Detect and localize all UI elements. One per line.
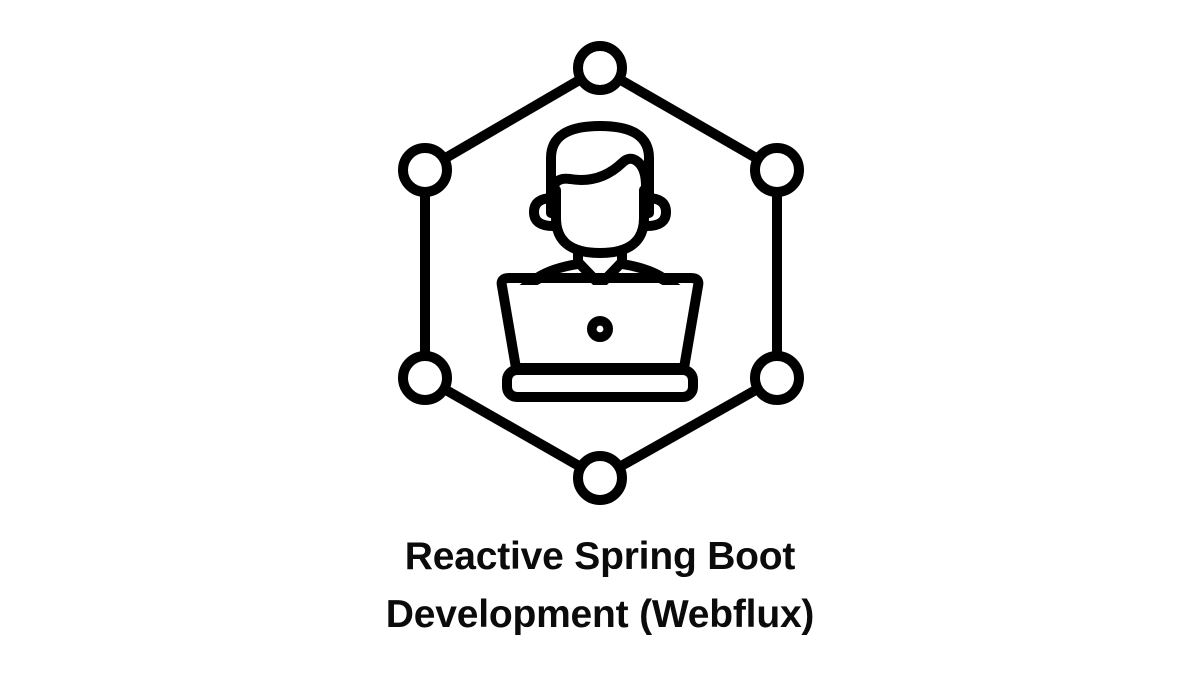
network-node-lower-right[interactable]: [750, 351, 804, 405]
title-line-2: Development (Webflux): [385, 593, 815, 636]
laptop-base: [502, 365, 698, 402]
network-edges-group: [420, 63, 782, 483]
network-nodes-group: [398, 41, 804, 505]
network-node-upper-left[interactable]: [398, 143, 452, 197]
left-ear: [529, 193, 558, 231]
illustration-container: [398, 41, 804, 505]
edge-upperleft-top: [422, 63, 603, 175]
title-line-1: Reactive Spring Boot: [404, 535, 796, 578]
developer-network-hexagon-icon: [398, 41, 804, 505]
network-node-top[interactable]: [573, 41, 627, 95]
developer-figure-group: [496, 112, 704, 402]
laptop-logo-dot-hole: [596, 325, 604, 333]
edge-top-upperright: [597, 63, 780, 175]
network-node-upper-right[interactable]: [750, 143, 804, 197]
right-ear: [642, 193, 671, 231]
edge-bottom-lowerleft: [422, 373, 603, 483]
hair-fringe: [548, 153, 651, 211]
page-title: Reactive Spring Boot Development (Webflu…: [0, 528, 1200, 644]
edge-lowerright-bottom: [597, 373, 780, 483]
hair-cap: [546, 121, 654, 218]
face-outline: [551, 185, 649, 258]
laptop-lid: [496, 273, 704, 373]
network-node-lower-left[interactable]: [398, 351, 452, 405]
network-node-bottom[interactable]: [573, 451, 627, 505]
